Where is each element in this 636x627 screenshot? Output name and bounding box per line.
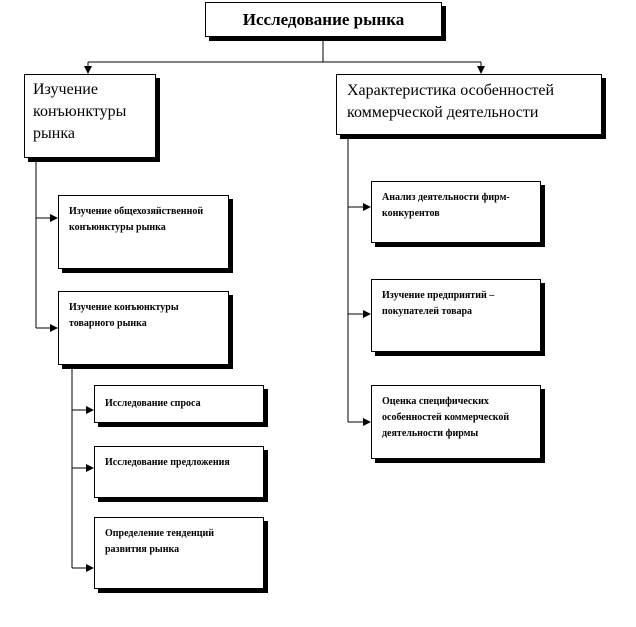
right-item-node: Изучение предприятий – покупателей товар… <box>371 279 541 352</box>
left-subitem-node: Определение тенденций развития рынка <box>94 517 264 589</box>
left-subitem-node: Исследование спроса <box>94 385 264 423</box>
root-node-label: Исследование рынка <box>242 9 405 29</box>
right-item-label: Анализ деятельности фирм-конкурентов <box>382 192 510 219</box>
left-item-node: Изучение конъюнктуры товарного рынка <box>58 291 229 365</box>
left-category-label: Изучение конъюнктуры рынка <box>33 81 127 142</box>
right-item-node: Оценка специфических особенностей коммер… <box>371 385 541 459</box>
right-item-label: Оценка специфических особенностей коммер… <box>382 396 510 439</box>
left-item-node: Изучение общехозяйственной конъюнктуры р… <box>58 195 229 269</box>
right-item-node: Анализ деятельности фирм-конкурентов <box>371 181 541 243</box>
left-category-node: Изучение конъюнктуры рынка <box>24 74 156 158</box>
root-node: Исследование рынка <box>205 2 442 37</box>
left-subitem-label: Исследование предложения <box>105 457 230 468</box>
left-subitem-node: Исследование предложения <box>94 446 264 498</box>
left-subitem-label: Исследование спроса <box>105 398 201 409</box>
right-category-node: Характеристика особенностей коммерческой… <box>336 74 602 135</box>
right-item-label: Изучение предприятий – покупателей товар… <box>382 290 495 317</box>
right-category-label: Характеристика особенностей коммерческой… <box>347 82 555 121</box>
left-subitem-label: Определение тенденций развития рынка <box>105 528 215 555</box>
left-item-label: Изучение конъюнктуры товарного рынка <box>69 302 179 329</box>
left-item-label: Изучение общехозяйственной конъюнктуры р… <box>69 206 204 233</box>
